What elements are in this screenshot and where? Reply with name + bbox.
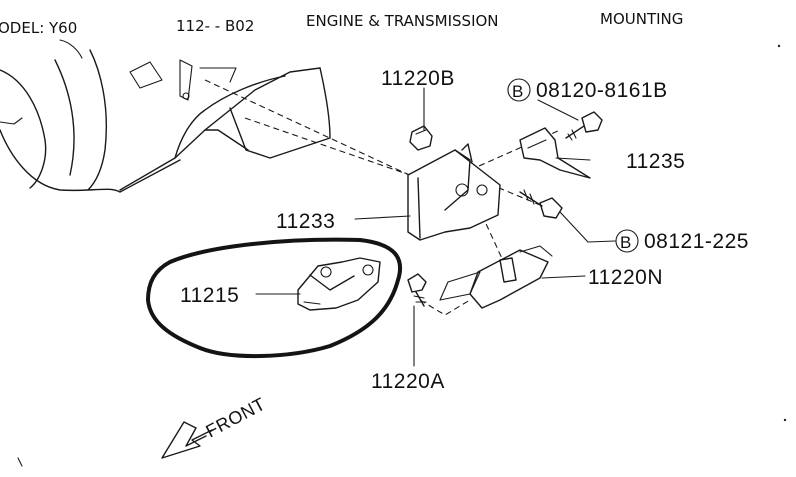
diagram-title: ENGINE & TRANSMISSION bbox=[306, 12, 499, 30]
diagram-subtitle: MOUNTING bbox=[600, 10, 683, 28]
highlighted-part-11215 bbox=[146, 237, 403, 358]
mount-11220N bbox=[439, 245, 553, 309]
bracket-11233 bbox=[407, 143, 501, 241]
front-direction-label: FRONT bbox=[202, 394, 268, 442]
bolt1-icon-letter: B bbox=[512, 82, 524, 101]
b-circle-icon bbox=[615, 229, 639, 253]
part-label-11220A: 11220A bbox=[371, 370, 445, 393]
model-label: ODEL: Y60 bbox=[0, 19, 77, 37]
bolt-upper bbox=[565, 111, 603, 141]
stray-mark bbox=[17, 457, 23, 467]
bolt-11220A-part bbox=[407, 273, 427, 307]
label-leaders bbox=[255, 87, 616, 367]
bracket-11235 bbox=[519, 127, 591, 179]
part-label-08120-8161B: 08120-8161B bbox=[536, 79, 668, 102]
nut-11220B-part bbox=[409, 125, 433, 151]
bolt-lower bbox=[519, 189, 563, 219]
part-label-11235: 11235 bbox=[626, 150, 685, 173]
part-label-11215: 11215 bbox=[180, 284, 239, 307]
part-label-11220B: 11220B bbox=[381, 67, 455, 90]
engine-outline bbox=[0, 39, 331, 193]
front-arrow-icon bbox=[161, 421, 213, 459]
stray-dot bbox=[783, 418, 787, 422]
b-circle-icon bbox=[507, 78, 531, 102]
stray-dot bbox=[777, 44, 781, 48]
part-label-11233: 11233 bbox=[276, 210, 335, 233]
part-label-11220N: 11220N bbox=[588, 266, 663, 289]
bolt2-icon-letter: B bbox=[620, 233, 632, 252]
section-code: 112- - B02 bbox=[176, 17, 254, 35]
part-label-08121-225: 08121-225 bbox=[644, 230, 749, 253]
